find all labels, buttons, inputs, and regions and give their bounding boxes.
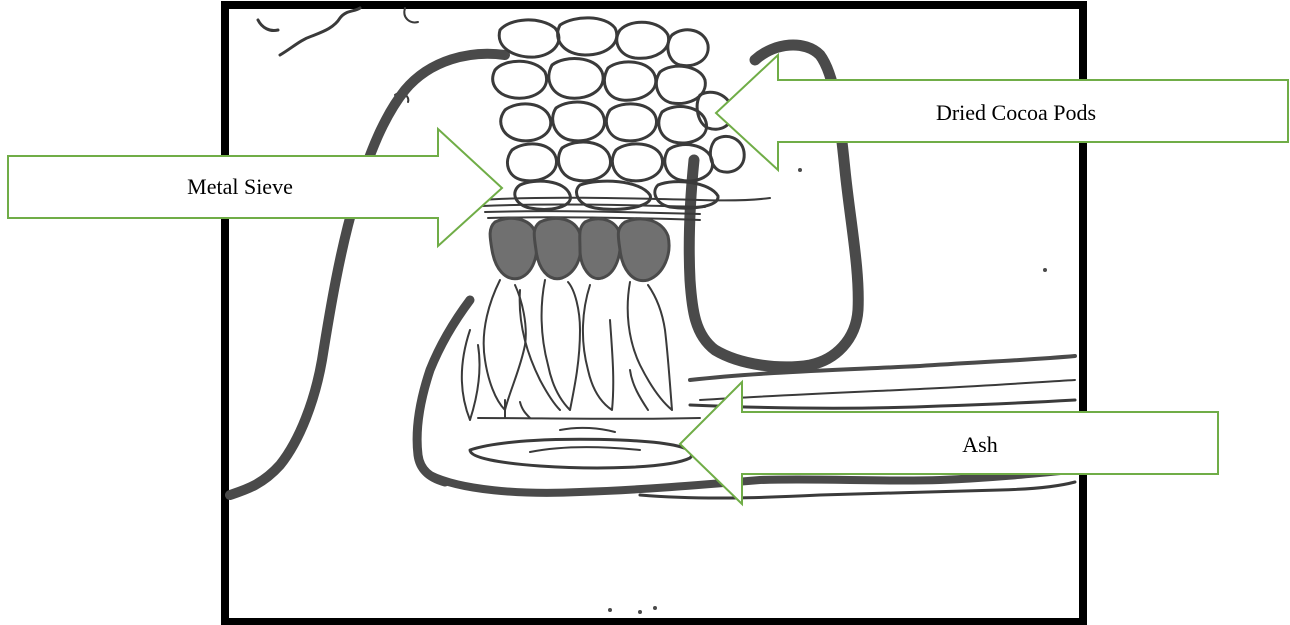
label-dried-cocoa-pods: Dried Cocoa Pods — [936, 100, 1096, 125]
callout-ash: Ash — [680, 382, 1218, 504]
corner-squiggle — [258, 8, 360, 55]
label-metal-sieve: Metal Sieve — [187, 174, 293, 199]
charcoal-blobs — [490, 218, 669, 280]
outer-left-wall — [230, 54, 505, 495]
label-ash: Ash — [962, 432, 997, 457]
specks — [608, 168, 1047, 614]
callout-metal-sieve: Metal Sieve — [8, 129, 502, 246]
flames — [462, 280, 700, 420]
arrow-shape-ash — [680, 382, 1218, 504]
ash-pile — [470, 439, 692, 468]
cocoa-pods — [493, 18, 744, 210]
callout-dried-cocoa-pods: Dried Cocoa Pods — [716, 55, 1288, 170]
